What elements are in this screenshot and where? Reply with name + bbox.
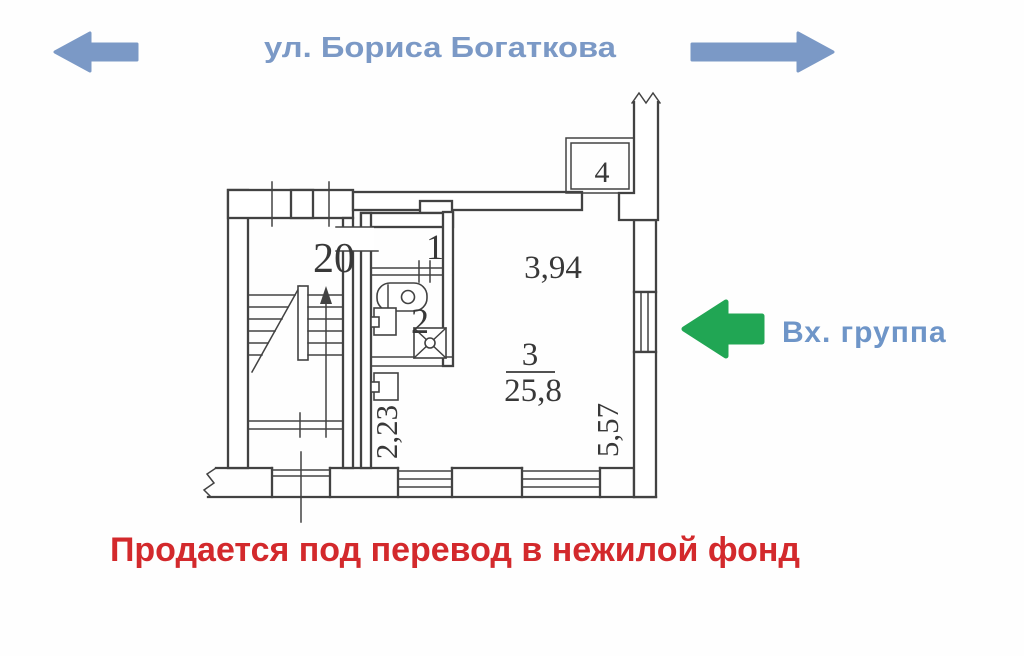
opening-gap	[340, 227, 374, 251]
street-name-label: ул. Бориса Богаткова	[264, 32, 617, 64]
dim-right-depth: 5,57	[590, 403, 625, 457]
apartment-left-wall	[359, 211, 373, 470]
toilet-tab	[370, 316, 380, 328]
plan-labels: 20 1 2 4 3,94 3 25,8 2,23 5,57	[313, 156, 625, 459]
stairwell-door-opening	[335, 226, 379, 252]
hallway-top-wall	[359, 211, 455, 229]
stairs	[247, 284, 344, 438]
right-wall	[632, 218, 658, 499]
apartment-top-walls	[351, 190, 584, 470]
street-direction-header: ул. Бориса Богаткова	[53, 31, 835, 73]
dim-top-width: 3,94	[524, 250, 582, 286]
street-arrow-right-icon	[690, 31, 835, 73]
apartment-top-wall	[351, 190, 584, 212]
wall-break-mark	[202, 466, 218, 499]
balcony-outer	[565, 137, 635, 194]
stairwell-walls	[226, 181, 355, 470]
bottom-window-right	[521, 470, 601, 488]
stairwell-top-window-box	[289, 188, 315, 220]
room-4-label: 4	[595, 156, 610, 189]
room-2-label: 2	[411, 301, 429, 341]
pillar-and-balcony	[565, 91, 662, 222]
duct-tab	[370, 381, 380, 393]
entrance-window	[632, 290, 658, 354]
room-3-label: 3	[522, 337, 539, 373]
pillar-break-mark	[630, 91, 662, 105]
bottom-window-left	[397, 470, 453, 488]
bathroom	[370, 260, 454, 401]
stairwell-left-wall	[226, 188, 250, 470]
room-3-area: 25,8	[504, 373, 562, 409]
dim-left-depth: 2,23	[369, 405, 404, 459]
up-arrow-icon	[320, 286, 332, 304]
entrance-label: Вх. группа	[782, 316, 947, 349]
right-wall-lower	[632, 350, 658, 499]
stairs-stringer	[297, 285, 309, 361]
pillar-wall	[617, 101, 660, 222]
room-20-label: 20	[313, 236, 355, 282]
floor-plan: 20 1 2 4 3,94 3 25,8 2,23 5,57	[202, 91, 662, 523]
room-1-label: 1	[426, 227, 444, 267]
balcony-inner	[570, 142, 630, 190]
entrance-callout: Вх. группа	[681, 299, 947, 359]
shower-drain	[424, 337, 436, 349]
entrance-arrow-icon	[681, 299, 765, 359]
sink-drain	[400, 289, 416, 305]
bottom-outer-wall	[202, 451, 658, 523]
stairs-diagonal	[250, 284, 302, 374]
sale-note: Продается под перевод в нежилой фонд	[110, 531, 800, 569]
right-wall-upper	[632, 218, 658, 294]
street-arrow-left-icon	[53, 31, 139, 73]
